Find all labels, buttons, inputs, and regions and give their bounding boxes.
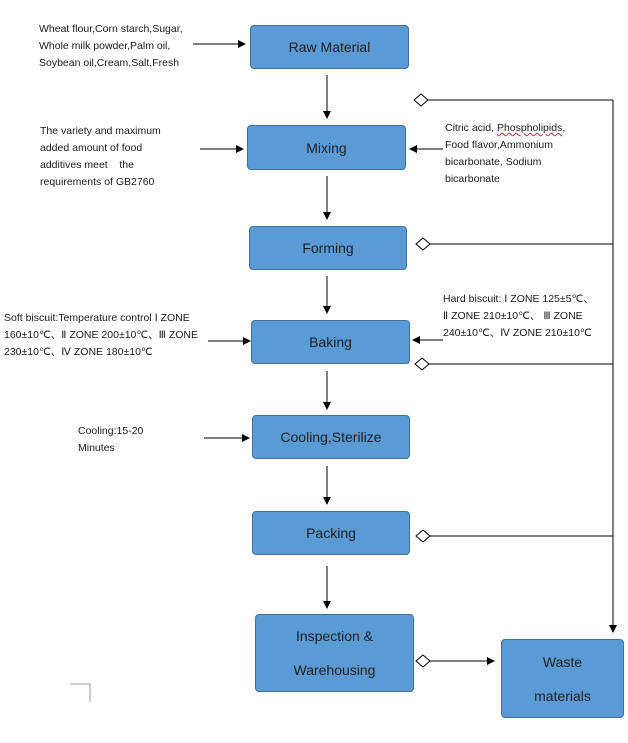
diamond-mixing — [413, 93, 429, 107]
step-packing-label: Packing — [306, 525, 356, 541]
additives-word: Phospholipids — [496, 122, 563, 134]
note-cooling-line: Minutes — [78, 442, 115, 454]
diamond-forming — [415, 237, 431, 251]
note-additive-rule-line: requirements of GB2760 — [40, 176, 155, 188]
note-raw-inputs-line: Wheat flour,Corn starch,Sugar, — [39, 23, 183, 35]
note-cooling: Cooling:15-20 Minutes — [78, 423, 143, 457]
step-mixing: Mixing — [247, 125, 406, 170]
note-hard-biscuit-line: Hard biscuit: Ⅰ ZONE 125±5℃、 — [443, 293, 594, 305]
note-additive-rule-line: added amount of food — [40, 142, 143, 154]
step-inspection-label-1: Inspection & — [295, 628, 374, 644]
note-additives: Citric acid, Phospholipids, Food flavor,… — [445, 120, 565, 188]
waste-materials-box: Waste materials — [501, 639, 624, 718]
note-additives-line: Food flavor,Ammonium — [445, 139, 553, 151]
corner-mark — [70, 683, 91, 702]
diamond-inspection — [415, 654, 431, 668]
note-hard-biscuit-line: Ⅱ ZONE 210±10℃、 Ⅲ ZONE — [443, 310, 583, 322]
step-baking-label: Baking — [309, 334, 352, 350]
note-additive-rule-line: additives meet the — [40, 159, 134, 171]
diamond-packing — [415, 529, 431, 543]
note-raw-inputs: Wheat flour,Corn starch,Sugar, Whole mil… — [39, 21, 183, 72]
note-hard-biscuit: Hard biscuit: Ⅰ ZONE 125±5℃、 Ⅱ ZONE 210±… — [443, 291, 594, 342]
step-inspection-label-2: Warehousing — [293, 662, 376, 678]
diamond-baking — [414, 357, 430, 371]
additives-suffix: , — [562, 122, 566, 134]
step-forming-label: Forming — [302, 240, 354, 256]
note-soft-biscuit-line: 230±10℃、Ⅳ ZONE 180±10℃ — [4, 346, 153, 358]
step-packing: Packing — [252, 511, 410, 555]
note-additives-line: bicarbonate — [445, 173, 500, 185]
step-forming: Forming — [249, 226, 407, 270]
note-soft-biscuit-line: Soft biscuit:Temperature control Ⅰ ZONE — [4, 312, 190, 324]
note-raw-inputs-line: Whole milk powder,Palm oil, — [39, 40, 171, 52]
waste-label-1: Waste — [542, 653, 583, 670]
waste-label-2: materials — [534, 687, 591, 704]
step-raw-material-label: Raw Material — [288, 39, 371, 55]
step-cooling-sterilize: Cooling,Sterilize — [252, 415, 410, 459]
note-additives-line: bicarbonate, Sodium — [445, 156, 542, 168]
note-additive-rule: The variety and maximum added amount of … — [40, 123, 161, 191]
note-additive-rule-line: The variety and maximum — [40, 125, 161, 137]
note-additives-line-1: Citric acid, Phospholipids, — [445, 120, 565, 137]
step-raw-material: Raw Material — [250, 25, 409, 69]
note-cooling-line: Cooling:15-20 — [78, 425, 144, 437]
additives-prefix: Citric acid, — [445, 122, 497, 134]
step-mixing-label: Mixing — [306, 139, 347, 156]
step-baking: Baking — [251, 320, 410, 364]
note-soft-biscuit-line: 160±10℃、Ⅱ ZONE 200±10℃、Ⅲ ZONE — [4, 329, 198, 341]
note-hard-biscuit-line: 240±10℃、Ⅳ ZONE 210±10℃ — [443, 327, 592, 339]
note-soft-biscuit: Soft biscuit:Temperature control Ⅰ ZONE … — [4, 310, 198, 361]
step-inspection-warehousing: Inspection & Warehousing — [255, 614, 414, 692]
note-raw-inputs-line: Soybean oil,Cream,Salt,Fresh — [39, 57, 180, 69]
step-cooling-label: Cooling,Sterilize — [280, 429, 382, 445]
